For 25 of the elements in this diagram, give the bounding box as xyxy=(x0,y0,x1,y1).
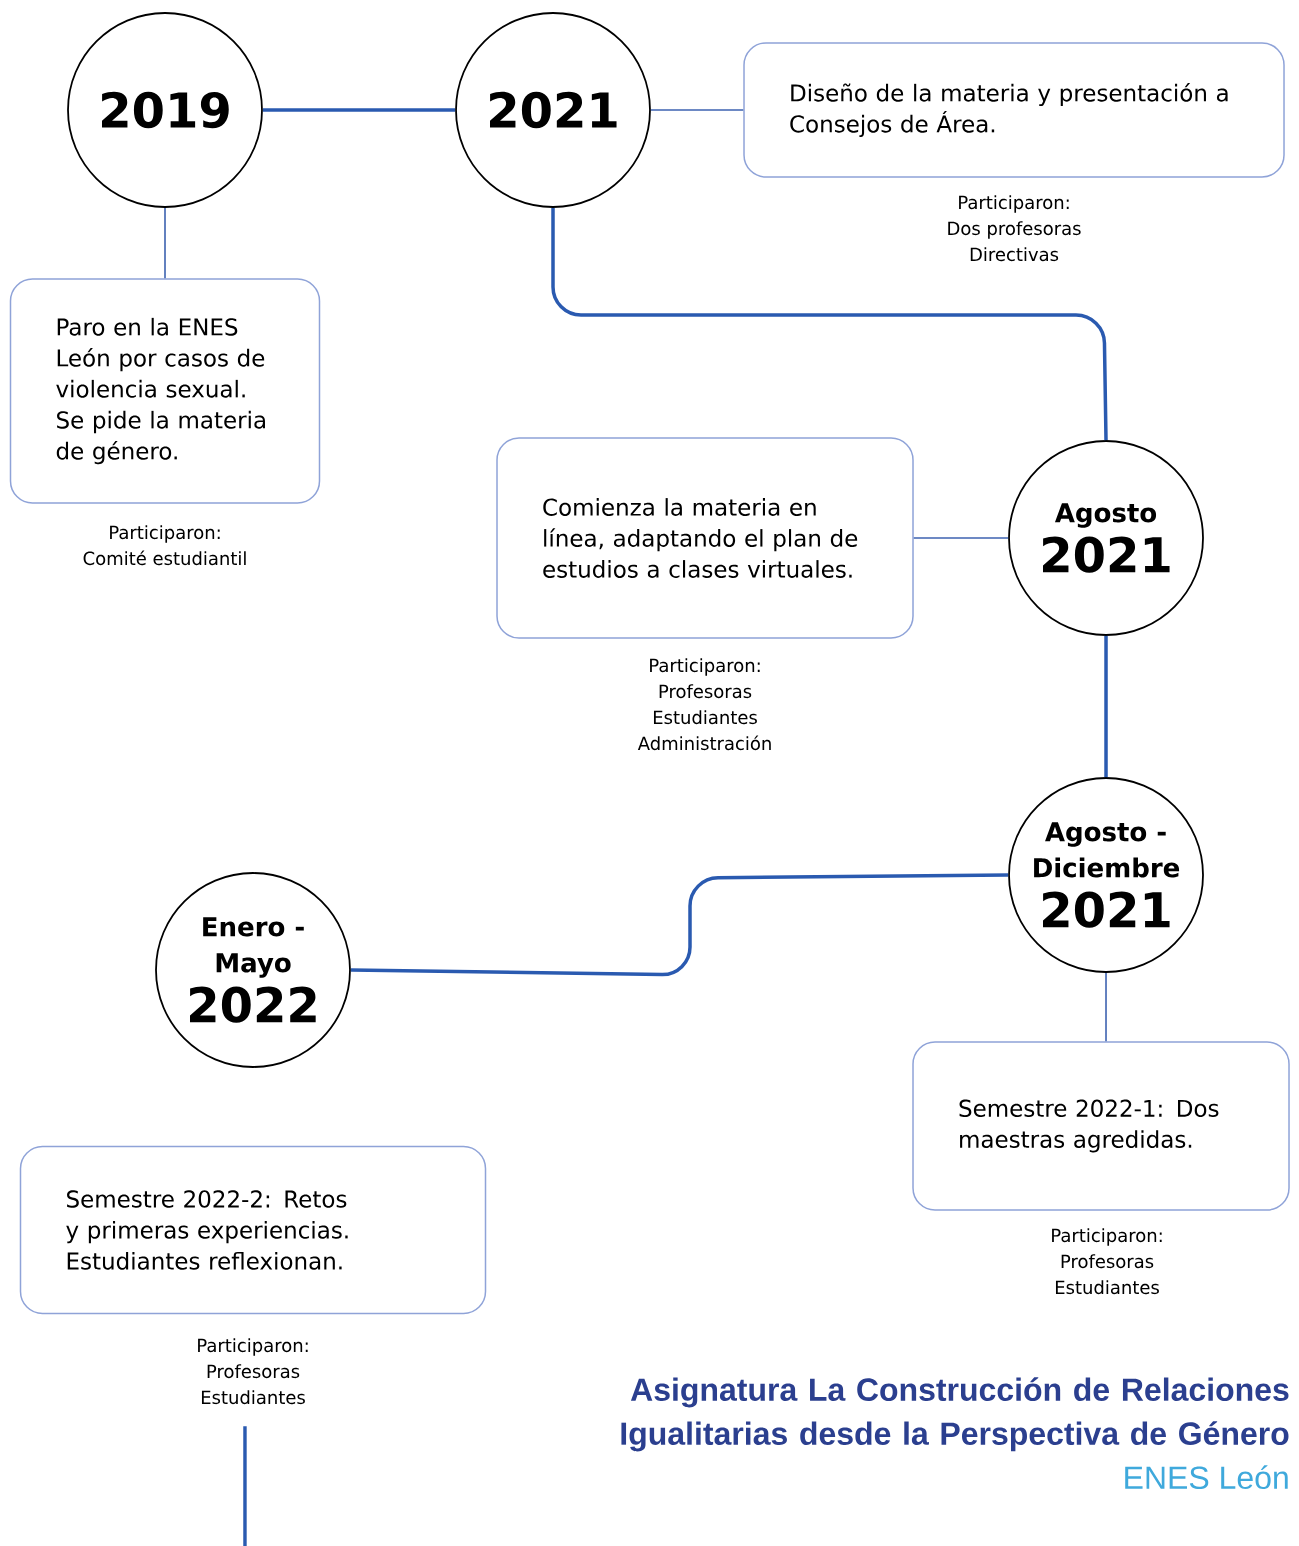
connector-line xyxy=(650,109,745,111)
connector-line xyxy=(262,108,456,112)
node-label: Estudiantes xyxy=(653,710,757,725)
title: Asignatura La Construcción de Relaciones Igualitarias desde la Perspectiva de Género xyxy=(621,1377,1289,1452)
event-box: Semestre 2022-2: Retos y primeras experiencias. Estudiantes reflexionan. xyxy=(19,1145,487,1315)
node-label: Administración xyxy=(637,735,771,751)
participants-note: Participaron: Comité estudiantil xyxy=(83,525,246,566)
event-box: Comienza la materia en línea, adaptando el plan de estudios a clases virtuales. xyxy=(496,437,914,639)
event-box: Semestre 2022-1: Dos maestras agredidas. xyxy=(912,1041,1290,1211)
connector-line xyxy=(1104,635,1108,778)
connector-line xyxy=(350,873,1009,977)
event-box: Paro en la ENES León por casos de violencia sexual. Se pide la materia de género. xyxy=(9,278,321,504)
participants-note: Participaron: Profesoras Estudiantes xyxy=(198,1338,308,1405)
participants-note: Participaron: Dos profesoras Directivas xyxy=(948,195,1081,262)
participants-note: Participaron: Profesoras Estudiantes xyxy=(1052,1228,1162,1295)
connector-line xyxy=(551,207,1108,441)
node-label: Participaron: xyxy=(650,658,760,676)
connector-line xyxy=(1105,972,1107,1043)
event-box: Diseño de la materia y presentación a Consejos de Área. xyxy=(743,42,1285,178)
participants-note: Participaron: Profesoras Estudiantes Administración xyxy=(637,658,771,751)
node-label: Profesoras xyxy=(659,684,752,699)
connector-line xyxy=(164,207,166,280)
connector-line xyxy=(243,1426,247,1546)
connector-line xyxy=(912,537,1009,539)
subtitle: ENES León xyxy=(1125,1465,1288,1490)
